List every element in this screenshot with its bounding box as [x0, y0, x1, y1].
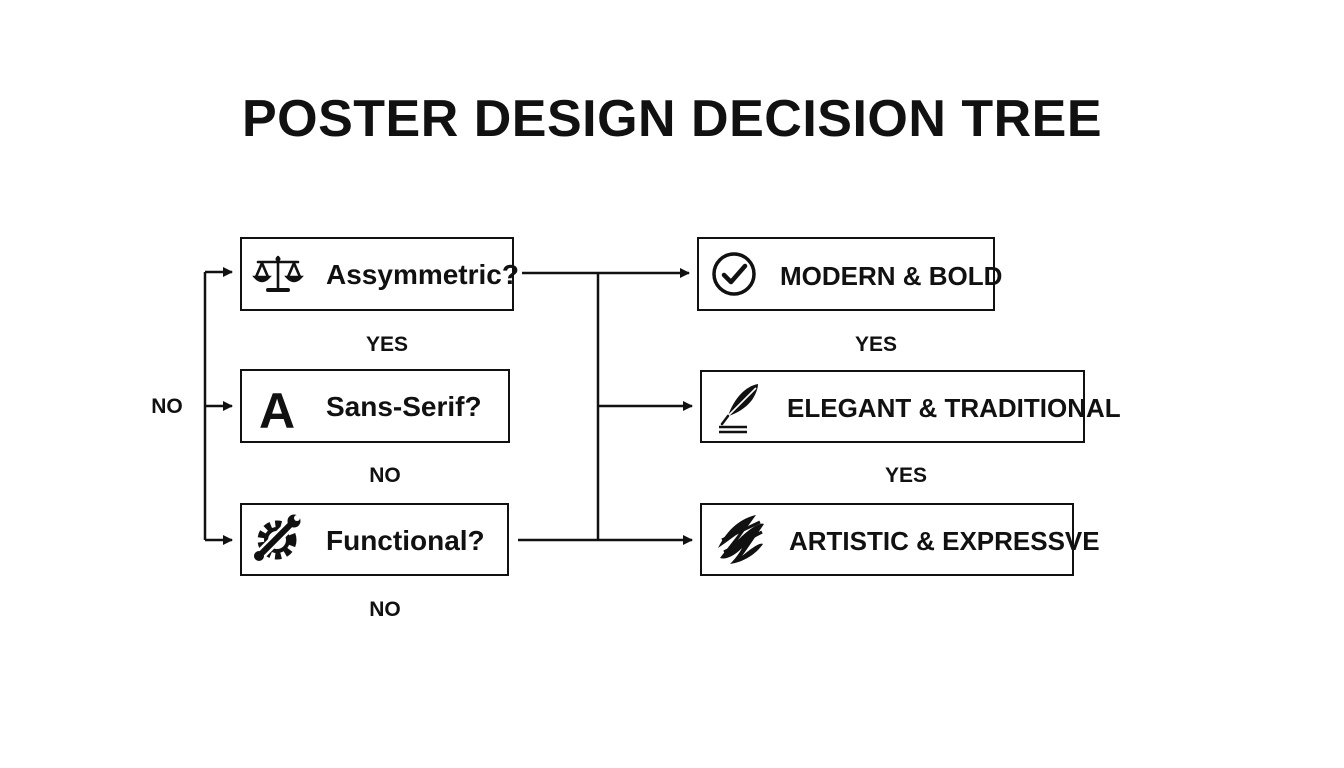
question-label-asymmetric: Assymmetric?	[326, 259, 519, 290]
letter-a-icon: A	[259, 383, 295, 439]
balance-scale-icon	[252, 255, 304, 292]
check-circle-icon	[712, 252, 756, 296]
outcome-node-elegant-traditional: ELEGANT & TRADITIONAL	[700, 370, 1121, 443]
outcome-node-modern-bold: MODERN & BOLD	[697, 237, 1002, 311]
left-no-connector	[203, 267, 233, 545]
question-node-functional: Functional?	[240, 503, 509, 576]
outcome-label-modern-bold: MODERN & BOLD	[780, 261, 1002, 291]
gear-wrench-icon	[252, 514, 301, 563]
edge-label-no-q2: NO	[369, 464, 401, 487]
edge-label-yes-q1: YES	[366, 333, 408, 356]
edge-label-no-q3: NO	[369, 598, 401, 621]
page-title: POSTER DESIGN DECISION TREE	[242, 90, 1102, 148]
right-outcome-connector	[518, 268, 693, 545]
edge-label-no-left: NO	[151, 395, 183, 418]
question-node-sans-serif: A Sans-Serif?	[240, 369, 510, 443]
question-label-sans-serif: Sans-Serif?	[326, 391, 482, 422]
question-label-functional: Functional?	[326, 525, 485, 556]
brush-stroke-icon	[718, 515, 764, 564]
edge-label-yes-o1: YES	[855, 333, 897, 356]
outcome-label-elegant-traditional: ELEGANT & TRADITIONAL	[787, 393, 1121, 423]
edge-label-yes-o2: YES	[885, 464, 927, 487]
quill-pen-icon	[719, 384, 758, 434]
question-node-asymmetric: Assymmetric?	[240, 237, 519, 311]
outcome-node-artistic-expressive: ARTISTIC & EXPRESSVE	[700, 503, 1100, 576]
outcome-label-artistic-expressive: ARTISTIC & EXPRESSVE	[789, 526, 1100, 556]
